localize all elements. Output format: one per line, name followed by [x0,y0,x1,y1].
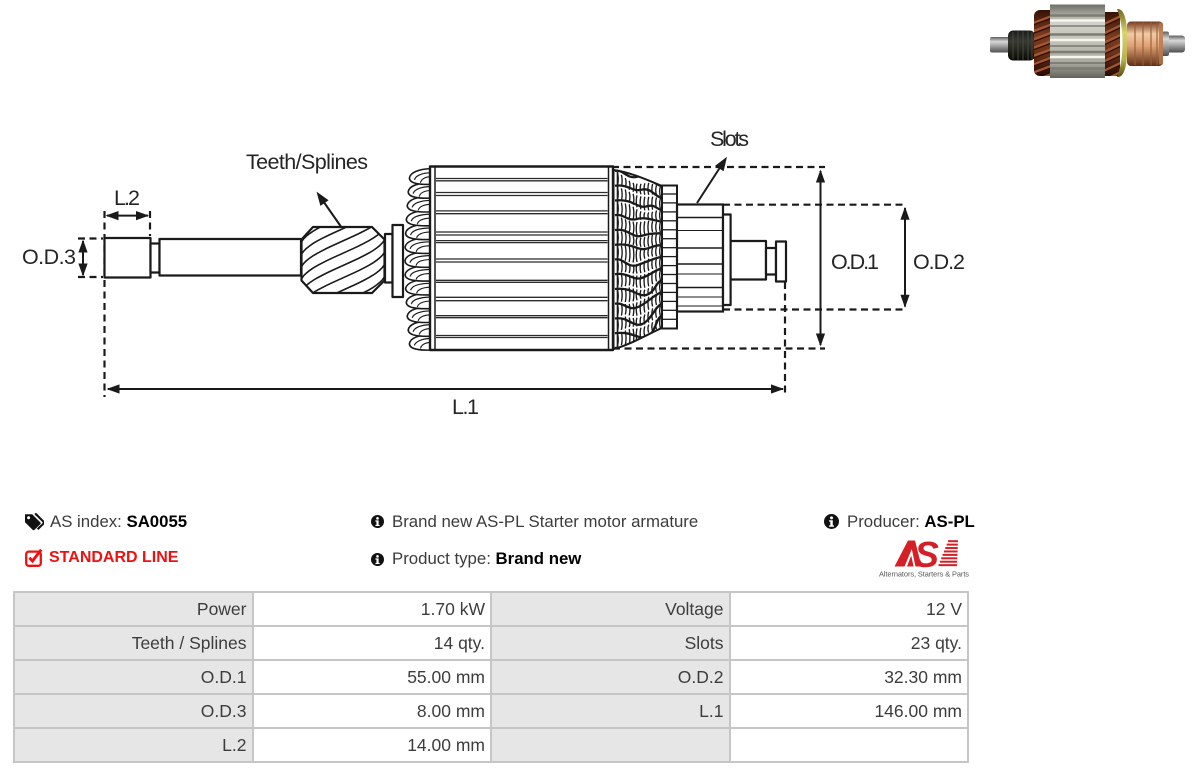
svg-text:O.D.2: O.D.2 [913,250,965,274]
svg-text:L.1: L.1 [452,395,479,419]
svg-text:O.D.3: O.D.3 [22,245,76,269]
svg-text:Slots: Slots [710,127,749,151]
svg-text:L.2: L.2 [114,186,140,210]
svg-text:Alternators, Starters & Parts: Alternators, Starters & Parts [879,570,969,579]
svg-text:O.D.1: O.D.1 [831,250,879,274]
svg-text:Teeth/Splines: Teeth/Splines [246,150,368,174]
svg-text:S: S [915,534,939,575]
